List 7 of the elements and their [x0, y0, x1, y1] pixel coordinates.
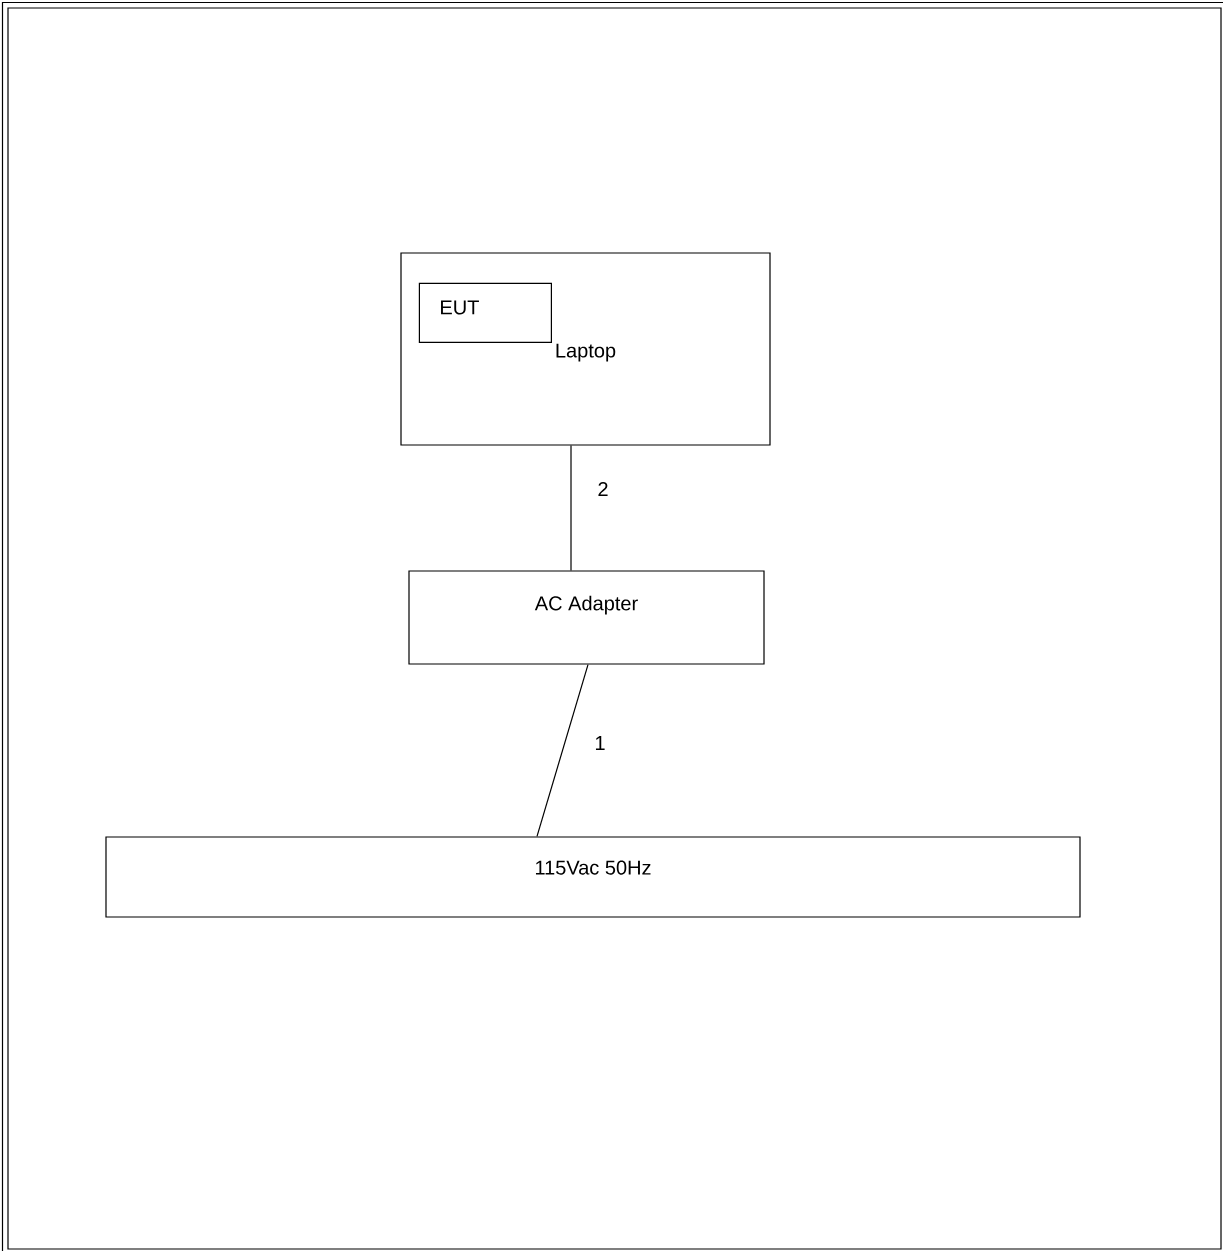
device-box: AC Adapter	[408, 570, 765, 665]
cable-line	[536, 664, 589, 837]
cable-number: 1	[596, 736, 605, 750]
eut-box: EUT	[418, 282, 552, 343]
device-box: 115Vac 50Hz	[105, 836, 1081, 918]
cable-number: 2	[598, 482, 608, 496]
cable-line	[570, 445, 572, 571]
